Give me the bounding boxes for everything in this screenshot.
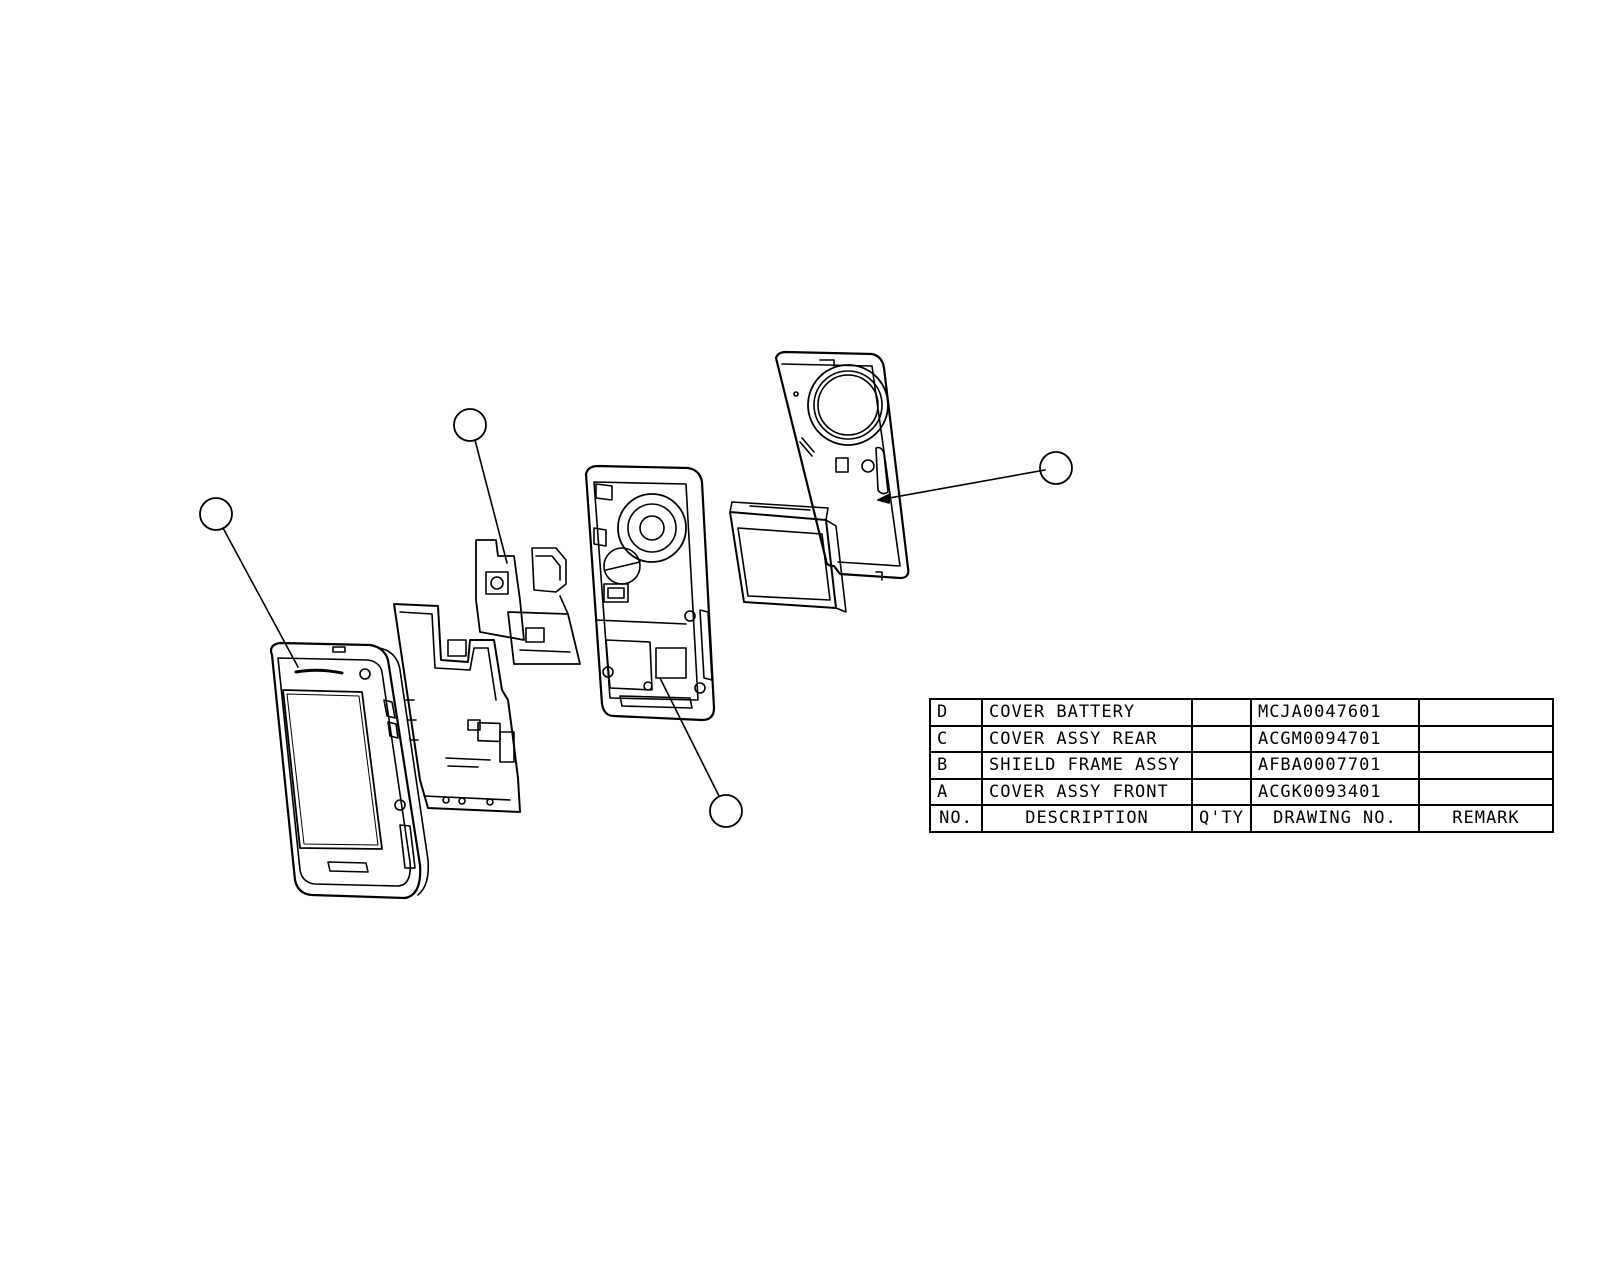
callout-balloon-rear — [709, 794, 743, 828]
item-drawing-no: ACGK0093401 — [1249, 777, 1420, 806]
callout-balloon-battery — [1039, 451, 1073, 485]
item-no: D — [929, 698, 983, 727]
item-remark — [1417, 724, 1554, 753]
item-qty — [1191, 751, 1252, 780]
item-qty — [1191, 724, 1252, 753]
front-cover-assy — [269, 641, 430, 900]
item-drawing-no: MCJA0047601 — [1249, 698, 1420, 727]
item-remark — [1417, 698, 1554, 727]
header-no: NO. — [929, 804, 983, 833]
parts-list-table: D COVER BATTERY MCJA0047601 C COVER ASSY… — [929, 698, 1554, 833]
table-row: C COVER ASSY REAR ACGM0094701 — [929, 724, 1554, 753]
header-drawing-no: DRAWING NO. — [1249, 804, 1420, 833]
item-qty — [1191, 777, 1252, 806]
header-qty: Q'TY — [1191, 804, 1252, 833]
callout-balloons — [199, 408, 1073, 828]
item-no: A — [929, 777, 983, 806]
battery — [729, 501, 847, 613]
callout-balloon-front — [199, 497, 233, 531]
header-description: DESCRIPTION — [981, 804, 1193, 833]
battery-cover — [774, 350, 910, 581]
item-remark — [1417, 777, 1554, 806]
item-no: B — [929, 751, 983, 780]
shield-frame-assy — [475, 539, 581, 665]
table-row: D COVER BATTERY MCJA0047601 — [929, 698, 1554, 727]
table-row: B SHIELD FRAME ASSY AFBA0007701 — [929, 751, 1554, 780]
main-pcb — [393, 603, 521, 813]
item-description: COVER ASSY REAR — [981, 724, 1193, 753]
item-drawing-no: ACGM0094701 — [1249, 724, 1420, 753]
item-description: SHIELD FRAME ASSY — [981, 751, 1193, 780]
rear-cover-assy — [584, 464, 716, 722]
callout-leaders — [222, 439, 1046, 797]
table-row: A COVER ASSY FRONT ACGK0093401 — [929, 777, 1554, 806]
table-header-row: NO. DESCRIPTION Q'TY DRAWING NO. REMARK — [929, 804, 1554, 833]
item-no: C — [929, 724, 983, 753]
item-qty — [1191, 698, 1252, 727]
header-remark: REMARK — [1417, 804, 1554, 833]
callout-balloon-shield — [453, 408, 487, 442]
item-remark — [1417, 751, 1554, 780]
item-description: COVER ASSY FRONT — [981, 777, 1193, 806]
item-description: COVER BATTERY — [981, 698, 1193, 727]
item-drawing-no: AFBA0007701 — [1249, 751, 1420, 780]
